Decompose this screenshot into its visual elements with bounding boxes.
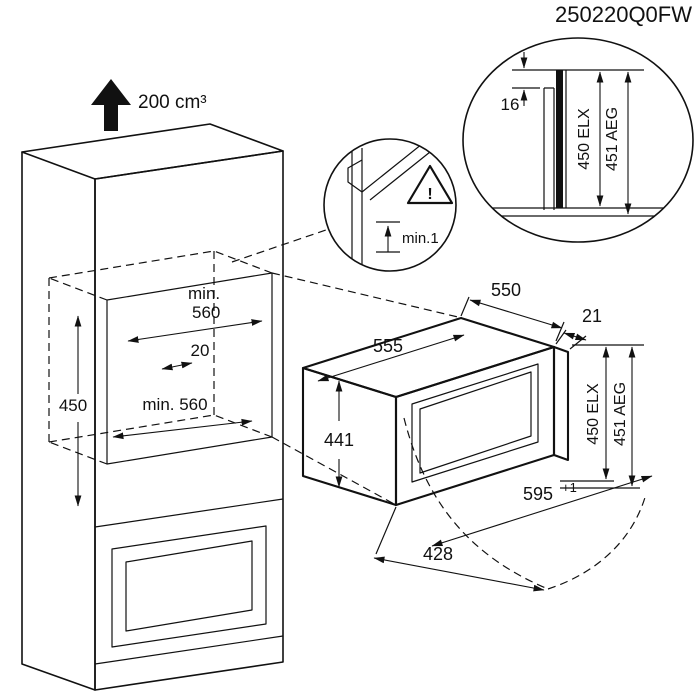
open-depth-label: 428 bbox=[423, 544, 453, 564]
oven-niche-height-aeg-label: 451 AEG bbox=[612, 382, 629, 446]
plinth-line bbox=[94, 635, 284, 665]
niche-dash-edge bbox=[48, 250, 215, 279]
oven-top-face bbox=[301, 316, 556, 399]
door-swing-arc bbox=[547, 493, 647, 590]
niche-width-tolerance-label: +1 bbox=[562, 480, 577, 495]
section-height-aeg-label: 451 AEG bbox=[604, 107, 621, 171]
cabinet-gap-line bbox=[94, 498, 284, 528]
detail-ellipse bbox=[462, 37, 694, 243]
niche-rear-gap-label: 20 bbox=[191, 341, 210, 360]
warning-exclamation: ! bbox=[427, 186, 432, 203]
open-depth-dim-line bbox=[373, 556, 545, 592]
section-detail-callout: 16 450 ELX 451 AEG bbox=[462, 37, 694, 243]
niche-min-width-label-line2: 560 bbox=[192, 303, 220, 322]
mounting-bracket bbox=[347, 159, 363, 193]
niche-min-depth-dim-line bbox=[112, 418, 253, 440]
niche-dash-edge bbox=[48, 277, 108, 301]
depth-extension bbox=[460, 296, 470, 317]
lower-oven-door-inner bbox=[125, 540, 253, 632]
depth-extension bbox=[555, 321, 565, 342]
hinge-detail-content bbox=[347, 139, 441, 271]
section-height-elx-label: 450 ELX bbox=[576, 108, 593, 170]
projection-line-bottom bbox=[271, 436, 397, 506]
oven-height-label: 441 bbox=[324, 430, 354, 450]
door-window-inner bbox=[419, 371, 532, 474]
hinge-min-gap-label: min.1 bbox=[402, 230, 439, 247]
open-depth-extension bbox=[375, 506, 397, 555]
niche-rear-gap-dim-line bbox=[161, 361, 193, 371]
up-arrow-icon bbox=[91, 79, 131, 131]
niche-dash-edge bbox=[213, 250, 273, 274]
cabinet-front-face bbox=[94, 150, 284, 691]
vent-indicator: 200 cm³ bbox=[91, 79, 207, 131]
oven-depth-label: 550 bbox=[491, 280, 521, 300]
oven-door-slab-edge bbox=[552, 345, 570, 462]
door-thickness-label: 21 bbox=[582, 306, 602, 326]
model-number: 250220Q0FW bbox=[555, 2, 692, 27]
lower-oven-door-outer bbox=[111, 525, 267, 648]
oven-depth-dim-line bbox=[469, 299, 563, 329]
oven-dimensions: 555 550 21 441 450 ELX 451 AEG 595 +1 bbox=[317, 280, 653, 592]
vent-volume-label: 200 cm³ bbox=[138, 92, 207, 113]
niche-width-label: 595 bbox=[523, 484, 553, 504]
warning-triangle-icon bbox=[406, 164, 454, 205]
niche-min-width-label-line1: min. bbox=[188, 284, 220, 303]
door-window-outer bbox=[411, 363, 539, 483]
detail-leader-line bbox=[231, 229, 327, 263]
oven-flange-bar bbox=[556, 70, 563, 208]
projection-line-top bbox=[271, 272, 459, 318]
oven-width-dim-line bbox=[317, 334, 465, 382]
door-thickness-extension bbox=[555, 329, 567, 345]
niche-dash-edge bbox=[213, 414, 273, 438]
microwave-oven bbox=[301, 316, 570, 507]
section-offset-label: 16 bbox=[501, 95, 520, 114]
detail-circle bbox=[323, 138, 457, 272]
niche-min-depth-label: min. 560 bbox=[142, 395, 207, 414]
oven-niche-height-elx-label: 450 ELX bbox=[585, 383, 602, 445]
oven-width-label: 555 bbox=[373, 336, 403, 356]
niche-min-width-dim-line bbox=[127, 319, 263, 343]
niche-width-dim-line bbox=[431, 475, 653, 547]
cabinet-left-face bbox=[21, 151, 96, 691]
niche-height-label: 450 bbox=[59, 396, 87, 415]
tilted-oven-cap bbox=[431, 139, 441, 145]
tilted-oven-edge bbox=[369, 143, 441, 201]
door-thickness-dim-line bbox=[563, 332, 587, 341]
hinge-detail-callout: ! min.1 bbox=[323, 138, 457, 272]
niche-dimensions: min. 560 20 450 min. 560 bbox=[59, 284, 263, 507]
